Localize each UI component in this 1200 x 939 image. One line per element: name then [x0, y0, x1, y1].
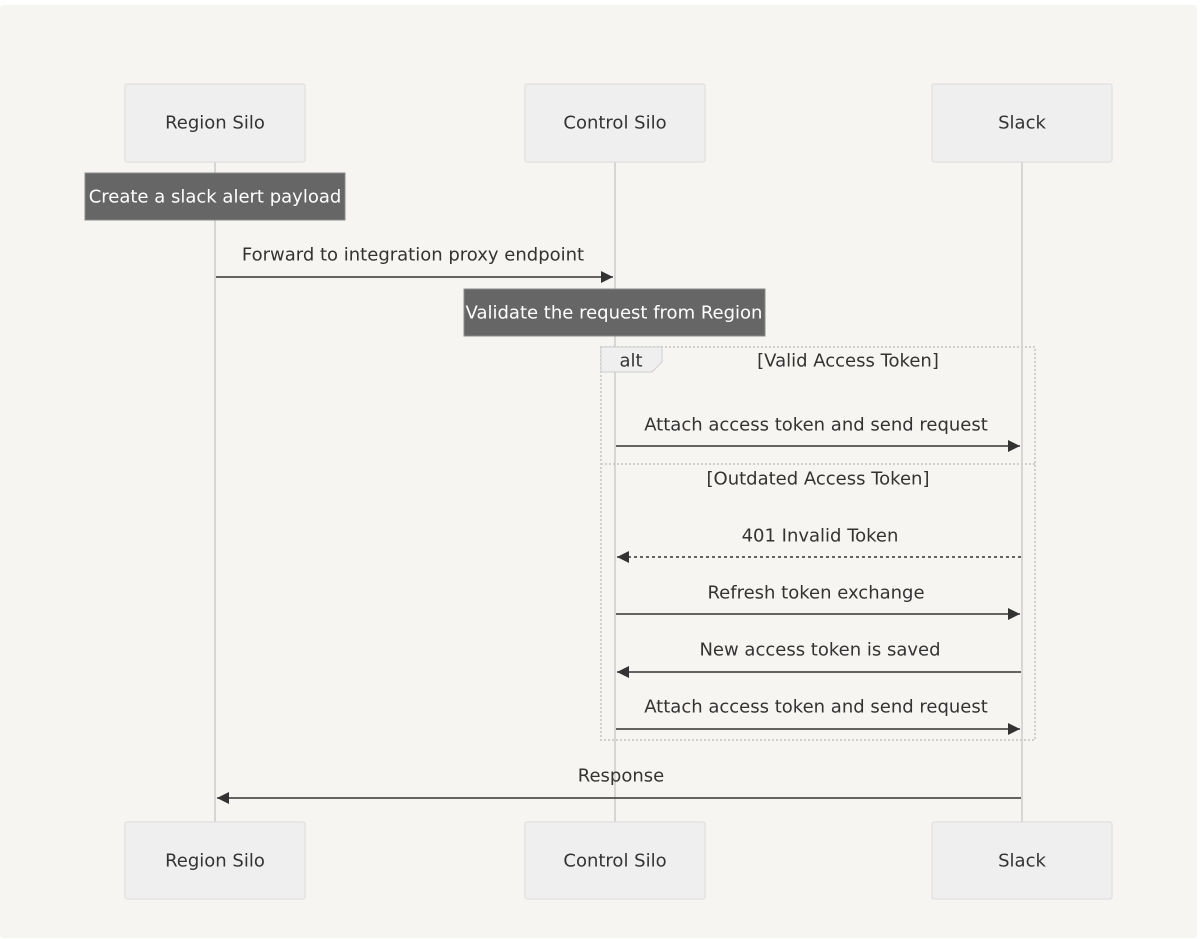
- message-401-invalid-token: 401 Invalid Token: [617, 526, 1021, 563]
- actor-slack-top: Slack: [931, 83, 1113, 163]
- actor-slack-bottom: Slack: [931, 821, 1113, 900]
- message-forward-to-proxy: Forward to integration proxy endpoint: [216, 245, 613, 283]
- message-label: New access token is saved: [699, 640, 940, 661]
- actor-region-silo-top: Region Silo: [124, 83, 306, 163]
- note-create-payload: Create a slack alert payload: [84, 172, 346, 221]
- message-attach-token-valid: Attach access token and send request: [616, 415, 1020, 452]
- message-label: 401 Invalid Token: [742, 526, 899, 547]
- note-validate-request: Validate the request from Region: [463, 288, 766, 337]
- message-label: Response: [578, 766, 664, 787]
- actor-label: Slack: [998, 113, 1046, 134]
- alt-condition-outdated: [Outdated Access Token]: [707, 469, 930, 490]
- actor-control-silo-top: Control Silo: [524, 83, 706, 163]
- actor-label: Control Silo: [563, 113, 666, 134]
- message-response: Response: [217, 766, 1021, 804]
- message-new-token-saved: New access token is saved: [617, 640, 1021, 678]
- actor-region-silo-bottom: Region Silo: [124, 821, 306, 900]
- message-attach-token-outdated: Attach access token and send request: [616, 697, 1020, 735]
- message-label: Forward to integration proxy endpoint: [242, 245, 584, 266]
- note-label: Create a slack alert payload: [89, 187, 342, 208]
- message-label: Attach access token and send request: [644, 415, 988, 436]
- message-label: Attach access token and send request: [644, 697, 988, 718]
- alt-keyword: alt: [619, 351, 642, 372]
- actor-control-silo-bottom: Control Silo: [524, 821, 706, 900]
- alt-condition-valid: [Valid Access Token]: [757, 351, 939, 372]
- actor-label: Region Silo: [165, 113, 265, 134]
- alt-frame: alt [Valid Access Token] [Outdated Acces…: [600, 346, 1036, 741]
- message-label: Refresh token exchange: [707, 583, 924, 604]
- actor-label: Region Silo: [165, 851, 265, 872]
- message-refresh-token: Refresh token exchange: [616, 583, 1020, 620]
- actor-label: Control Silo: [563, 851, 666, 872]
- note-label: Validate the request from Region: [466, 303, 763, 324]
- actor-label: Slack: [998, 851, 1046, 872]
